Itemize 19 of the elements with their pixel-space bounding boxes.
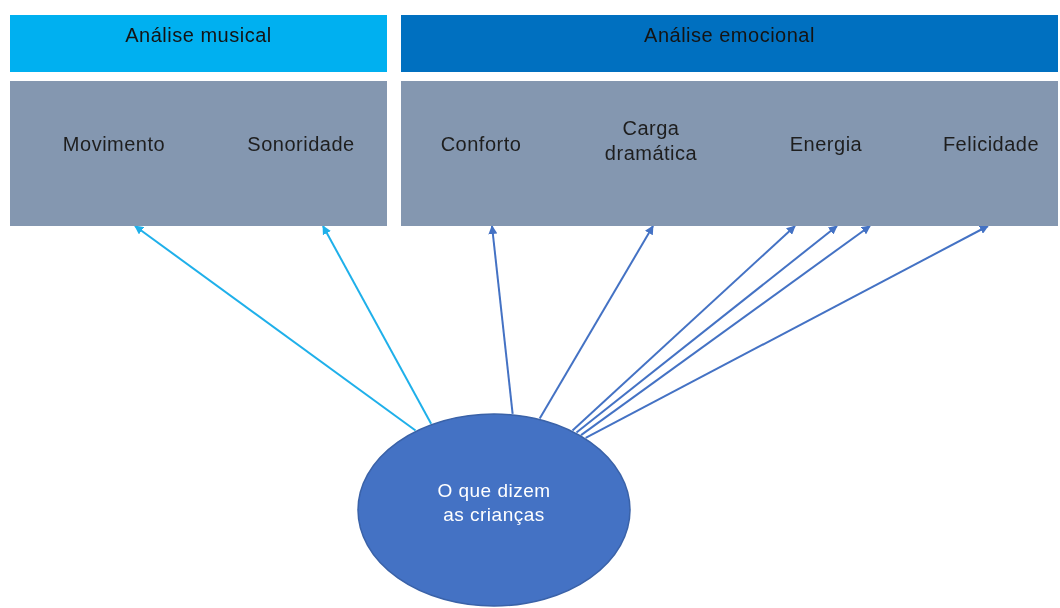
arrow bbox=[571, 225, 796, 432]
category-label: Movimento bbox=[61, 132, 167, 157]
category-label: Sonoridade bbox=[246, 132, 356, 157]
section-title: Análise emocional bbox=[643, 23, 816, 48]
category-label: Energia bbox=[788, 132, 864, 157]
arrow bbox=[488, 225, 514, 415]
category-panel bbox=[10, 81, 387, 226]
category-panel bbox=[401, 81, 1058, 226]
arrow bbox=[134, 225, 417, 432]
section-header bbox=[10, 15, 387, 72]
category-label: Conforto bbox=[439, 132, 523, 157]
arrow bbox=[538, 225, 654, 420]
section-header bbox=[401, 15, 1058, 72]
node-label: O que dizem as crianças bbox=[436, 479, 552, 527]
section-title: Análise musical bbox=[124, 23, 273, 48]
category-label: Felicidade bbox=[941, 132, 1041, 157]
category-label: Carga dramática bbox=[603, 116, 699, 166]
arrow bbox=[584, 225, 989, 439]
arrow bbox=[322, 225, 433, 425]
